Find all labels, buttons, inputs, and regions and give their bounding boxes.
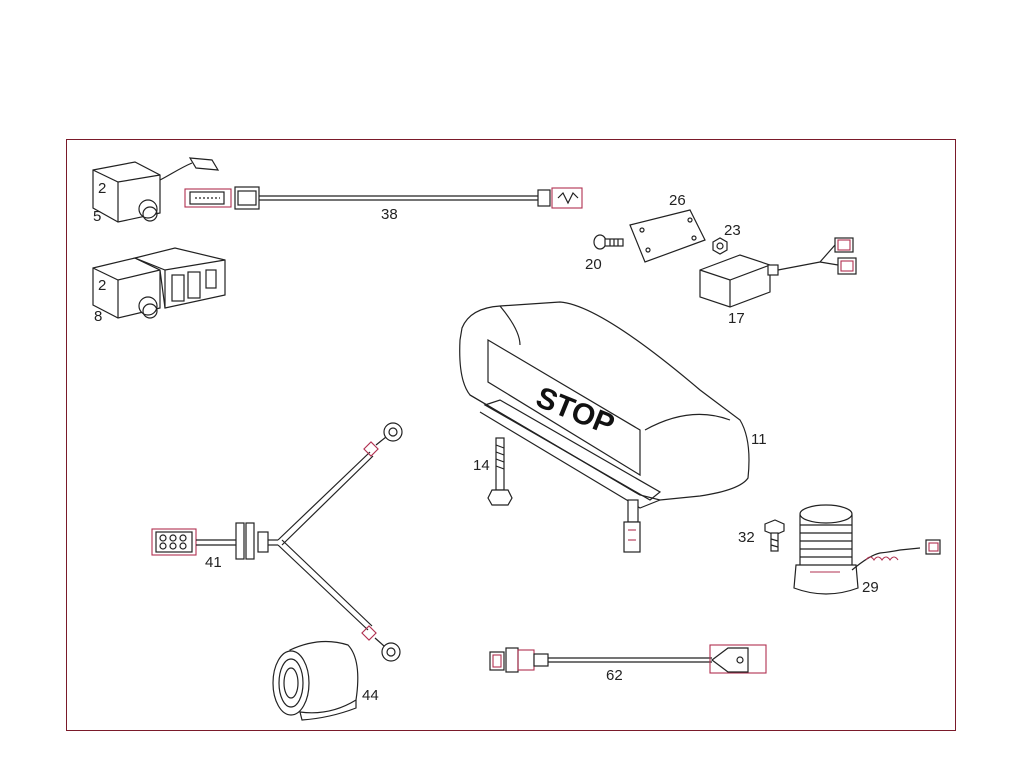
part-62-cable[interactable]	[489, 644, 767, 674]
label-29: 29	[862, 579, 879, 596]
label-23: 23	[724, 222, 741, 239]
label-26: 26	[669, 192, 686, 209]
label-14: 14	[473, 457, 490, 474]
part-8-switch-panel[interactable]: 2	[92, 247, 226, 319]
part-44-cylinder[interactable]	[272, 640, 359, 721]
part-14-bolt[interactable]	[487, 437, 513, 506]
part-32-screw[interactable]	[764, 519, 785, 552]
label-20: 20	[585, 256, 602, 273]
part-26-plate[interactable]	[629, 209, 706, 263]
part-5-switch[interactable]: 2	[92, 157, 220, 223]
part-23-nut[interactable]	[712, 237, 728, 255]
label-38: 38	[381, 206, 398, 223]
label-32: 32	[738, 529, 755, 546]
part-41-harness[interactable]	[151, 422, 403, 662]
diagram-frame	[66, 139, 956, 731]
label-11: 11	[751, 431, 767, 448]
label-5: 5	[93, 208, 101, 225]
switch-mark-5: 2	[98, 180, 106, 197]
switch-mark-8: 2	[98, 277, 106, 294]
label-8: 8	[94, 308, 102, 325]
part-29-beacon[interactable]	[793, 504, 941, 595]
label-62: 62	[606, 667, 623, 684]
label-44: 44	[362, 687, 379, 704]
part-17-module[interactable]	[699, 237, 857, 308]
part-38-cable[interactable]	[184, 186, 583, 210]
part-20-screw[interactable]	[593, 234, 624, 250]
label-17: 17	[728, 310, 745, 327]
part-11-stop-sign[interactable]: STOP	[459, 301, 750, 553]
label-41: 41	[205, 554, 222, 571]
